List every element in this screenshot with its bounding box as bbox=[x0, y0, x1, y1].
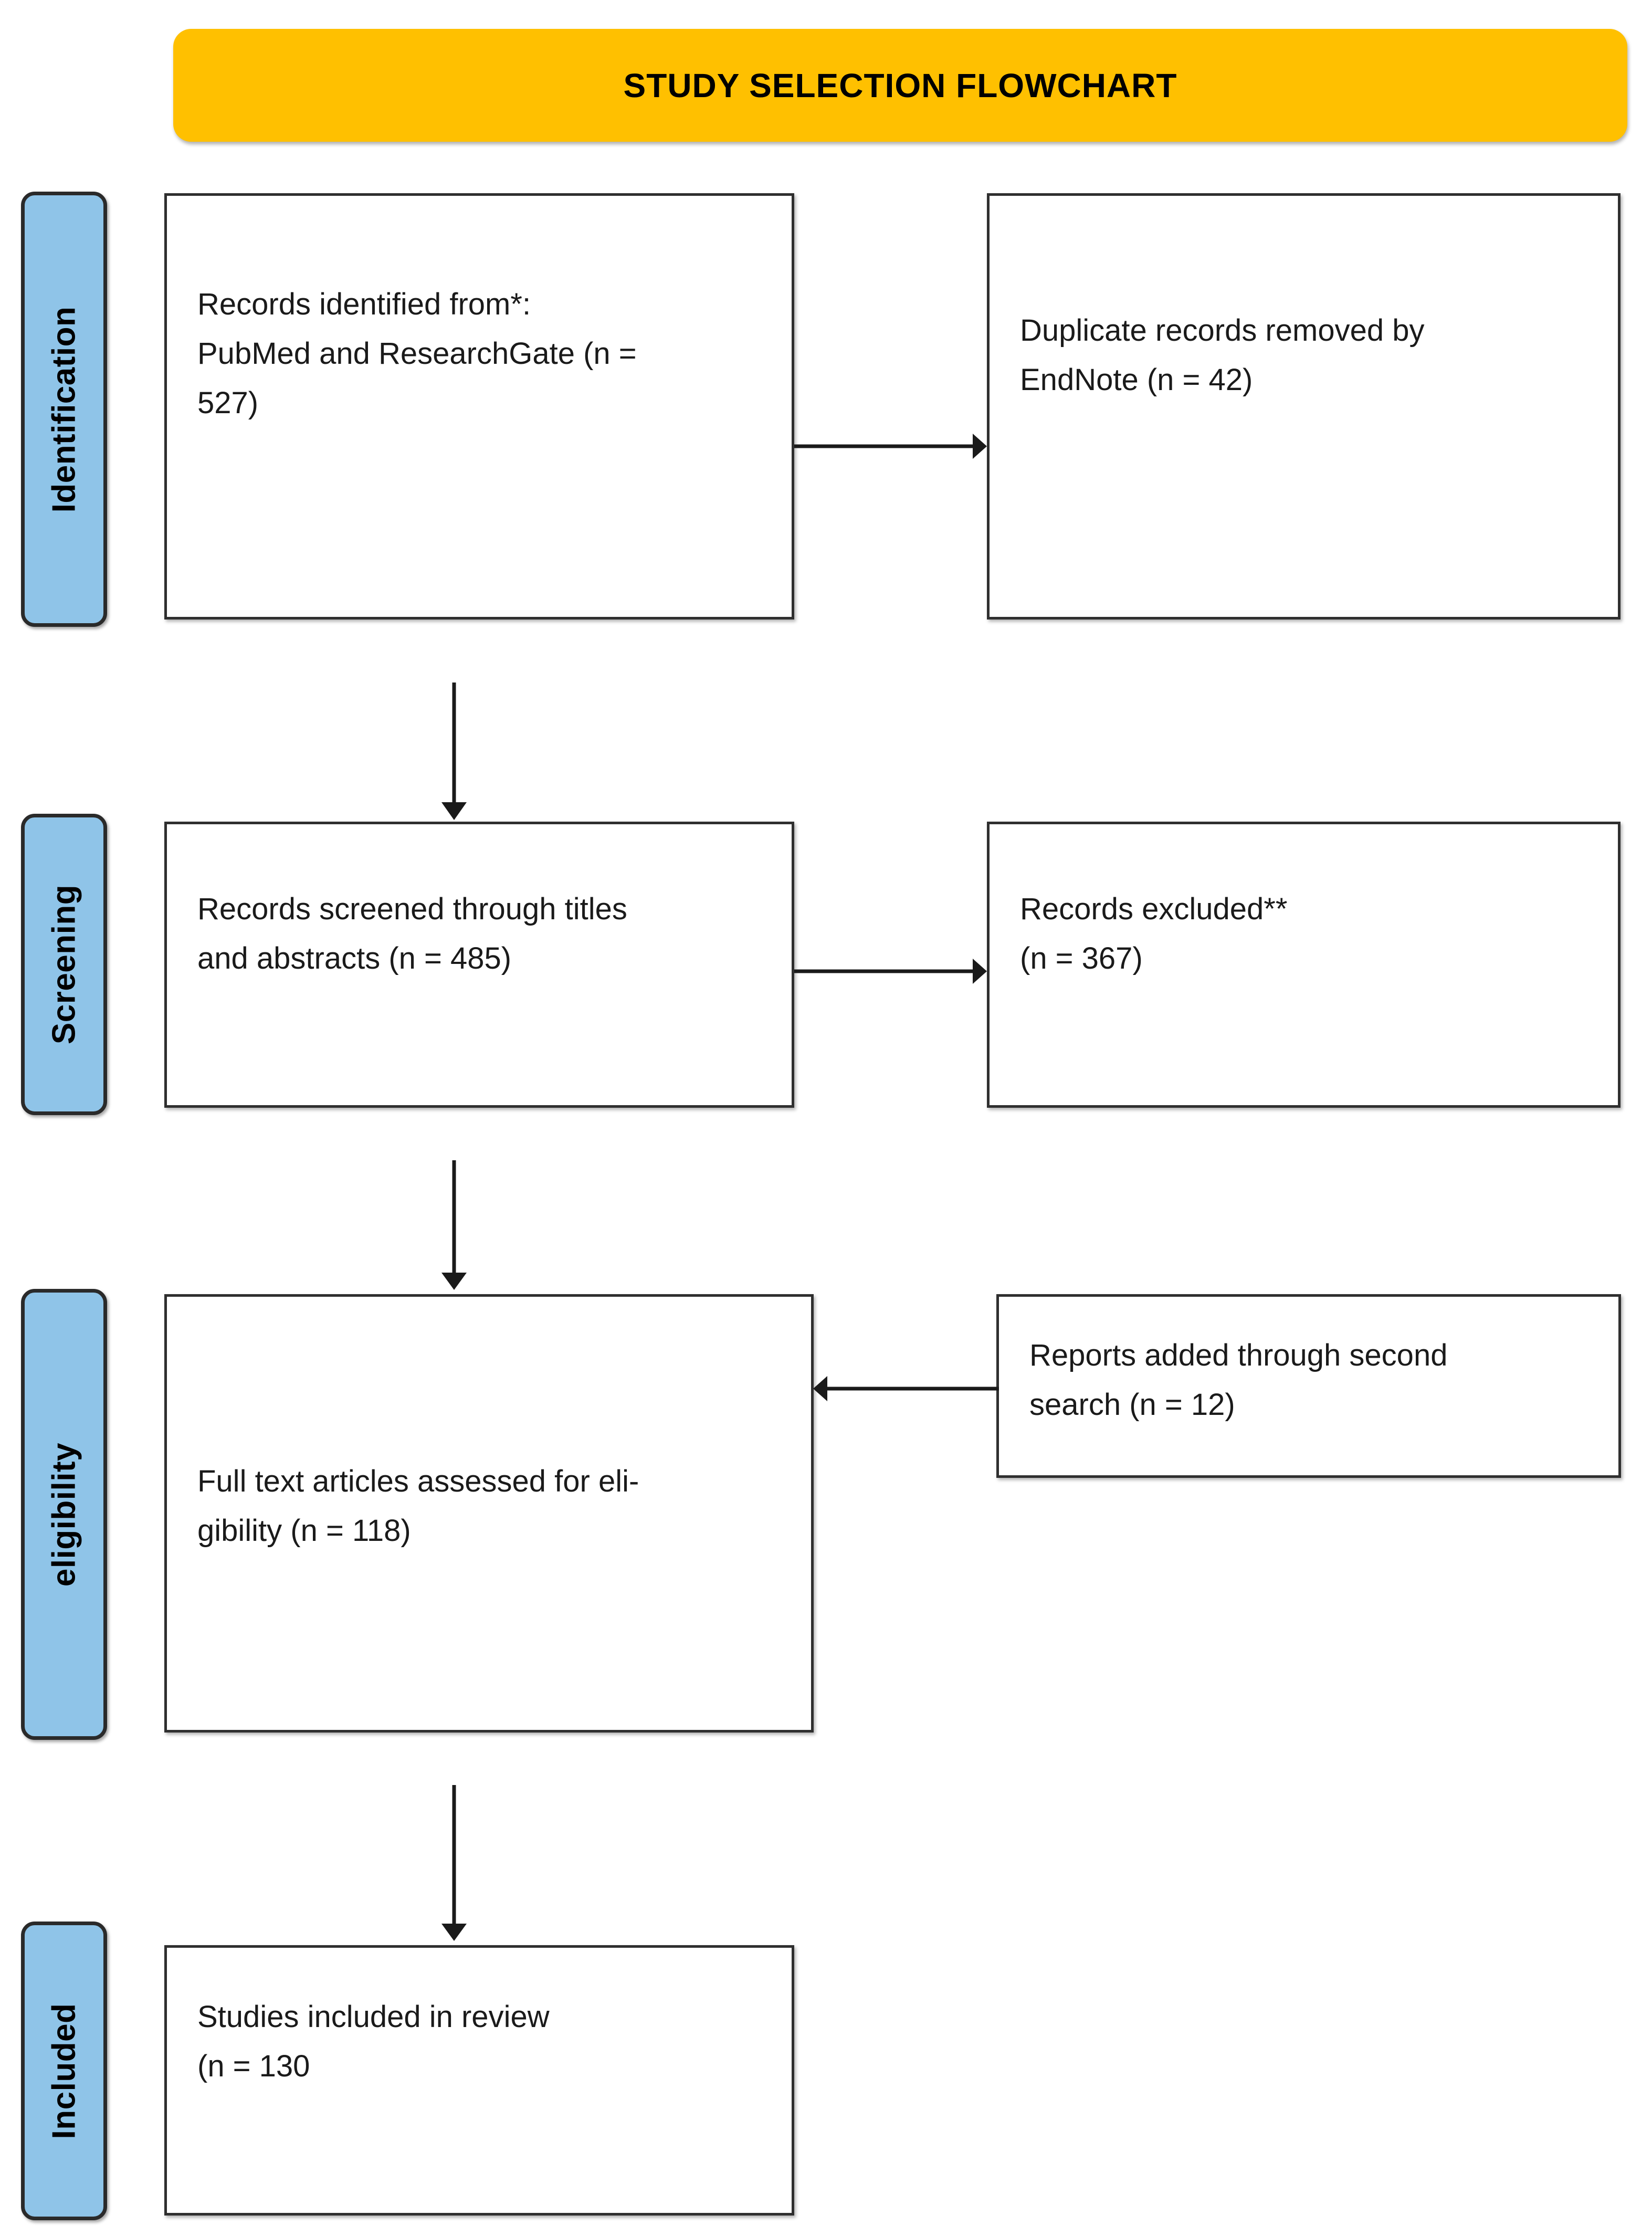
box-records-identified: Records identified from*: PubMed and Res… bbox=[164, 193, 794, 620]
box-records-excluded-line1: Records excluded** bbox=[1020, 892, 1288, 926]
stage-label-eligibility: eligibility bbox=[21, 1289, 107, 1740]
flowchart-title-banner: STUDY SELECTION FLOWCHART bbox=[173, 29, 1627, 142]
box-studies-included: Studies included in review (n = 130 bbox=[164, 1945, 794, 2216]
box-studies-included-text: Studies included in review (n = 130 bbox=[197, 1992, 766, 2091]
box-records-screened-line1: Records screened through titles bbox=[197, 892, 627, 926]
box-reports-added-line2: search (n = 12) bbox=[1029, 1387, 1235, 1422]
stage-label-screening-text: Screening bbox=[46, 884, 82, 1045]
box-records-identified-line2: PubMed and ResearchGate (n = bbox=[197, 336, 637, 371]
box-records-excluded: Records excluded** (n = 367) bbox=[987, 822, 1621, 1108]
box-duplicates-removed-line2: EndNote (n = 42) bbox=[1020, 362, 1253, 397]
box-reports-added-line1: Reports added through second bbox=[1029, 1338, 1448, 1372]
box-records-identified-text: Records identified from*: PubMed and Res… bbox=[197, 280, 766, 428]
box-duplicates-removed-text: Duplicate records removed by EndNote (n … bbox=[1020, 306, 1593, 405]
box-records-identified-line3: 527) bbox=[197, 385, 259, 420]
stage-label-included: Included bbox=[21, 1922, 107, 2220]
box-full-text-assessed-line2: gibility (n = 118) bbox=[197, 1513, 411, 1548]
box-full-text-assessed-text: Full text articles assessed for eli- gib… bbox=[197, 1457, 786, 1556]
box-records-screened-text: Records screened through titles and abst… bbox=[197, 885, 766, 983]
stage-label-included-text: Included bbox=[46, 2003, 82, 2139]
arrow-fulltext-to-included bbox=[436, 1785, 472, 1943]
box-studies-included-line1: Studies included in review bbox=[197, 2000, 550, 2034]
box-records-excluded-line2: (n = 367) bbox=[1020, 941, 1143, 975]
box-full-text-assessed: Full text articles assessed for eli- gib… bbox=[164, 1294, 814, 1733]
stage-label-eligibility-text: eligibility bbox=[46, 1442, 82, 1587]
stage-label-identification-text: Identification bbox=[46, 306, 82, 512]
arrow-reports-to-fulltext bbox=[813, 1373, 999, 1404]
stage-label-screening: Screening bbox=[21, 814, 107, 1115]
box-studies-included-line2: (n = 130 bbox=[197, 2049, 310, 2083]
box-records-screened-line2: and abstracts (n = 485) bbox=[197, 941, 512, 975]
box-reports-added-text: Reports added through second search (n =… bbox=[1029, 1331, 1593, 1430]
box-records-excluded-text: Records excluded** (n = 367) bbox=[1020, 885, 1593, 983]
box-records-screened: Records screened through titles and abst… bbox=[164, 822, 794, 1108]
box-duplicates-removed-line1: Duplicate records removed by bbox=[1020, 313, 1425, 348]
box-full-text-assessed-line1: Full text articles assessed for eli- bbox=[197, 1464, 639, 1498]
stage-label-identification: Identification bbox=[21, 192, 107, 627]
box-records-identified-line1: Records identified from*: bbox=[197, 287, 531, 321]
page-title: STUDY SELECTION FLOWCHART bbox=[623, 66, 1177, 104]
box-duplicates-removed: Duplicate records removed by EndNote (n … bbox=[987, 193, 1621, 620]
arrow-screened-to-fulltext bbox=[436, 1160, 472, 1292]
arrow-identified-to-duplicates bbox=[794, 431, 988, 462]
arrow-identified-to-screened bbox=[436, 683, 472, 822]
box-reports-added: Reports added through second search (n =… bbox=[996, 1294, 1621, 1478]
arrow-screened-to-excluded bbox=[794, 956, 988, 987]
